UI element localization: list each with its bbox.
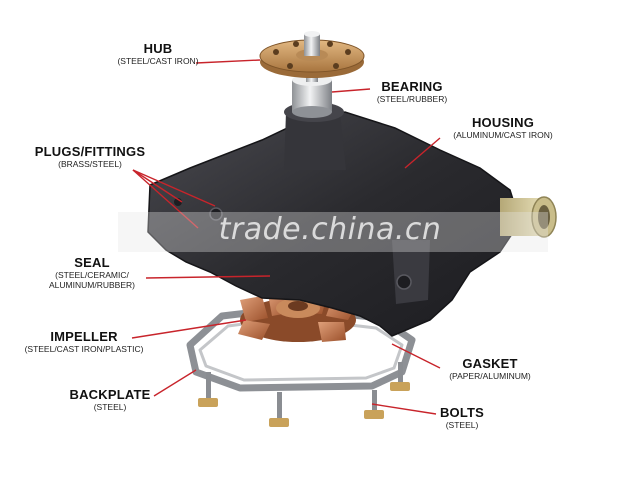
label-hub-name: HUB [112, 42, 204, 57]
label-housing-material: (ALUMINUM/CAST IRON) [440, 131, 566, 141]
label-backplate-material: (STEEL) [60, 403, 160, 413]
label-gasket: GASKET (PAPER/ALUMINUM) [440, 357, 540, 382]
label-impeller-material: (STEEL/CAST IRON/PLASTIC) [22, 345, 146, 355]
label-backplate: BACKPLATE (STEEL) [60, 388, 160, 413]
label-hub-material: (STEEL/CAST IRON) [112, 57, 204, 67]
backplate-leader [154, 370, 196, 396]
watermark-text: trade.china.cn [120, 212, 540, 252]
bolt-2 [269, 392, 289, 427]
label-seal-material-line2: ALUMINUM/RUBBER) [38, 281, 146, 291]
label-seal-name: SEAL [38, 256, 146, 271]
label-bolts: BOLTS (STEEL) [424, 406, 500, 431]
label-backplate-name: BACKPLATE [60, 388, 160, 403]
impeller-leader [132, 320, 246, 338]
label-bearing-name: BEARING [362, 80, 462, 95]
label-seal: SEAL (STEEL/CERAMIC/ ALUMINUM/RUBBER) [38, 256, 146, 290]
label-plugs-name: PLUGS/FITTINGS [30, 145, 150, 160]
label-impeller: IMPELLER (STEEL/CAST IRON/PLASTIC) [22, 330, 146, 355]
label-gasket-material: (PAPER/ALUMINUM) [440, 372, 540, 382]
hub-shape [260, 31, 364, 78]
label-housing: HOUSING (ALUMINUM/CAST IRON) [440, 116, 566, 141]
bolts-group [198, 362, 410, 427]
label-gasket-name: GASKET [440, 357, 540, 372]
label-plugs: PLUGS/FITTINGS (BRASS/STEEL) [30, 145, 150, 170]
label-bearing-material: (STEEL/RUBBER) [362, 95, 462, 105]
label-bearing: BEARING (STEEL/RUBBER) [362, 80, 462, 105]
label-housing-name: HOUSING [440, 116, 566, 131]
hub-leader [196, 60, 260, 63]
label-hub: HUB (STEEL/CAST IRON) [112, 42, 204, 67]
label-impeller-name: IMPELLER [22, 330, 146, 345]
label-plugs-material: (BRASS/STEEL) [30, 160, 150, 170]
label-bolts-material: (STEEL) [424, 421, 500, 431]
label-bolts-name: BOLTS [424, 406, 500, 421]
